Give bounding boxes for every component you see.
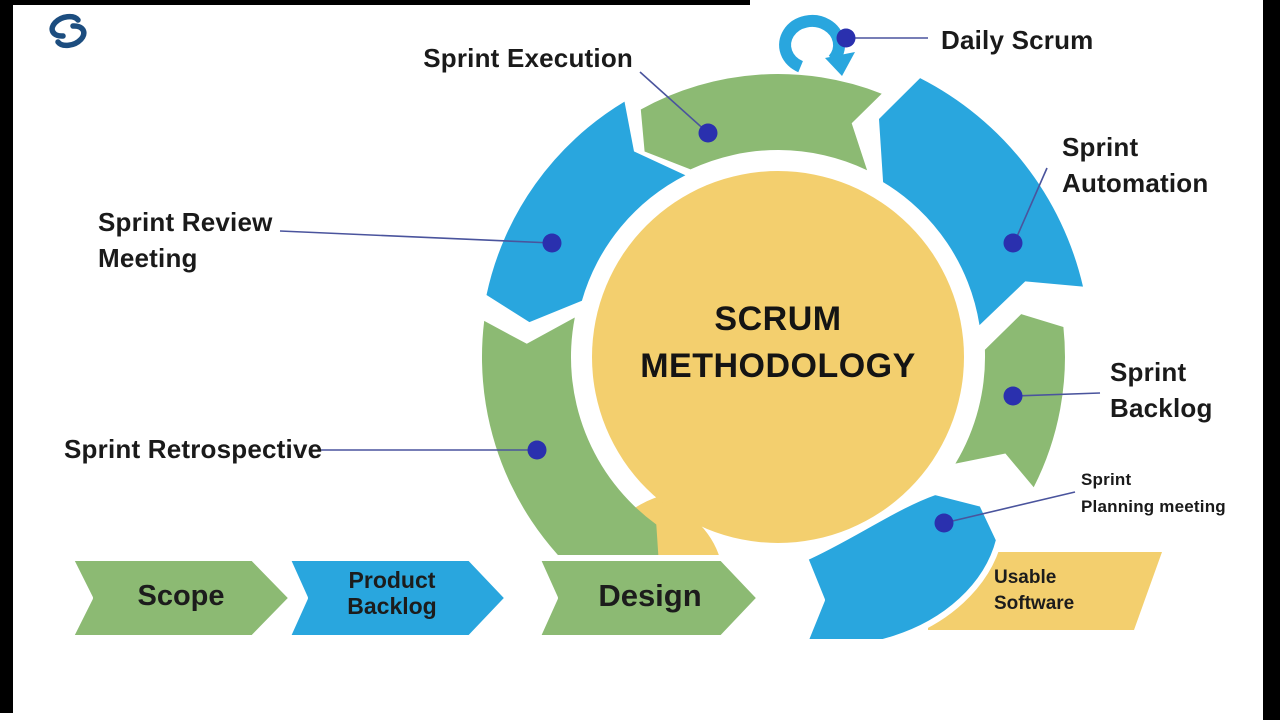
letterbox-bar-top [0, 0, 750, 5]
callout-line-sprint-planning-meeting [943, 491, 1076, 524]
company-logo [49, 13, 87, 49]
label-daily-scrum: Daily Scrum [941, 25, 1094, 55]
label-sprint-review-meeting: Sprint Review Meeting [98, 207, 273, 273]
chevron-scope [67, 555, 295, 641]
chevron-product-backlog [284, 555, 511, 641]
callout-line-sprint-backlog [1012, 392, 1101, 397]
ring-segment-green-top [640, 74, 882, 171]
s-swirl-logo-icon [49, 13, 87, 49]
center-circle [592, 171, 964, 543]
callout-dot-sprint-execution [698, 123, 718, 143]
diagram-title-line1: SCRUM [714, 300, 842, 338]
label-sprint-planning-meeting: Sprint Planning meeting [1081, 470, 1226, 517]
callout-line-sprint-automation [1014, 167, 1048, 242]
callout-dot-sprint-backlog [1003, 386, 1023, 406]
label-sprint-execution: Sprint Execution [423, 43, 633, 73]
label-design: Design [598, 578, 702, 613]
letterbox-bar-right [1263, 0, 1280, 720]
callout-dot-daily-scrum [836, 28, 856, 48]
diagram-title-line2: METHODOLOGY [640, 347, 916, 386]
ring-segment-blue-top-left [486, 101, 686, 323]
callout-line-sprint-review-meeting [279, 230, 553, 244]
label-sprint-backlog: Sprint Backlog [1110, 357, 1213, 423]
callout-line-sprint-execution [639, 71, 709, 134]
cycle-arrow-head [825, 52, 855, 76]
ring-segment-blue-top-right [879, 78, 1083, 326]
callout-dot-sprint-planning-meeting [934, 513, 954, 533]
label-scope: Scope [137, 580, 225, 612]
callout-dot-sprint-automation [1003, 233, 1023, 253]
chevron-design [534, 555, 763, 641]
label-usable-software: Usable Software [994, 567, 1075, 614]
ring-segment-green-bottom-left [481, 317, 660, 608]
callout-dot-sprint-retrospective [527, 440, 547, 460]
callout-dot-sprint-review-meeting [542, 233, 562, 253]
label-sprint-retrospective: Sprint Retrospective [64, 434, 323, 464]
label-sprint-automation: Sprint Automation [1062, 132, 1209, 198]
label-product-backlog: Product Backlog [347, 567, 437, 620]
letterbox-bar-left [0, 0, 13, 713]
diagram-title: SCRUM METHODOLOGY [578, 296, 978, 391]
